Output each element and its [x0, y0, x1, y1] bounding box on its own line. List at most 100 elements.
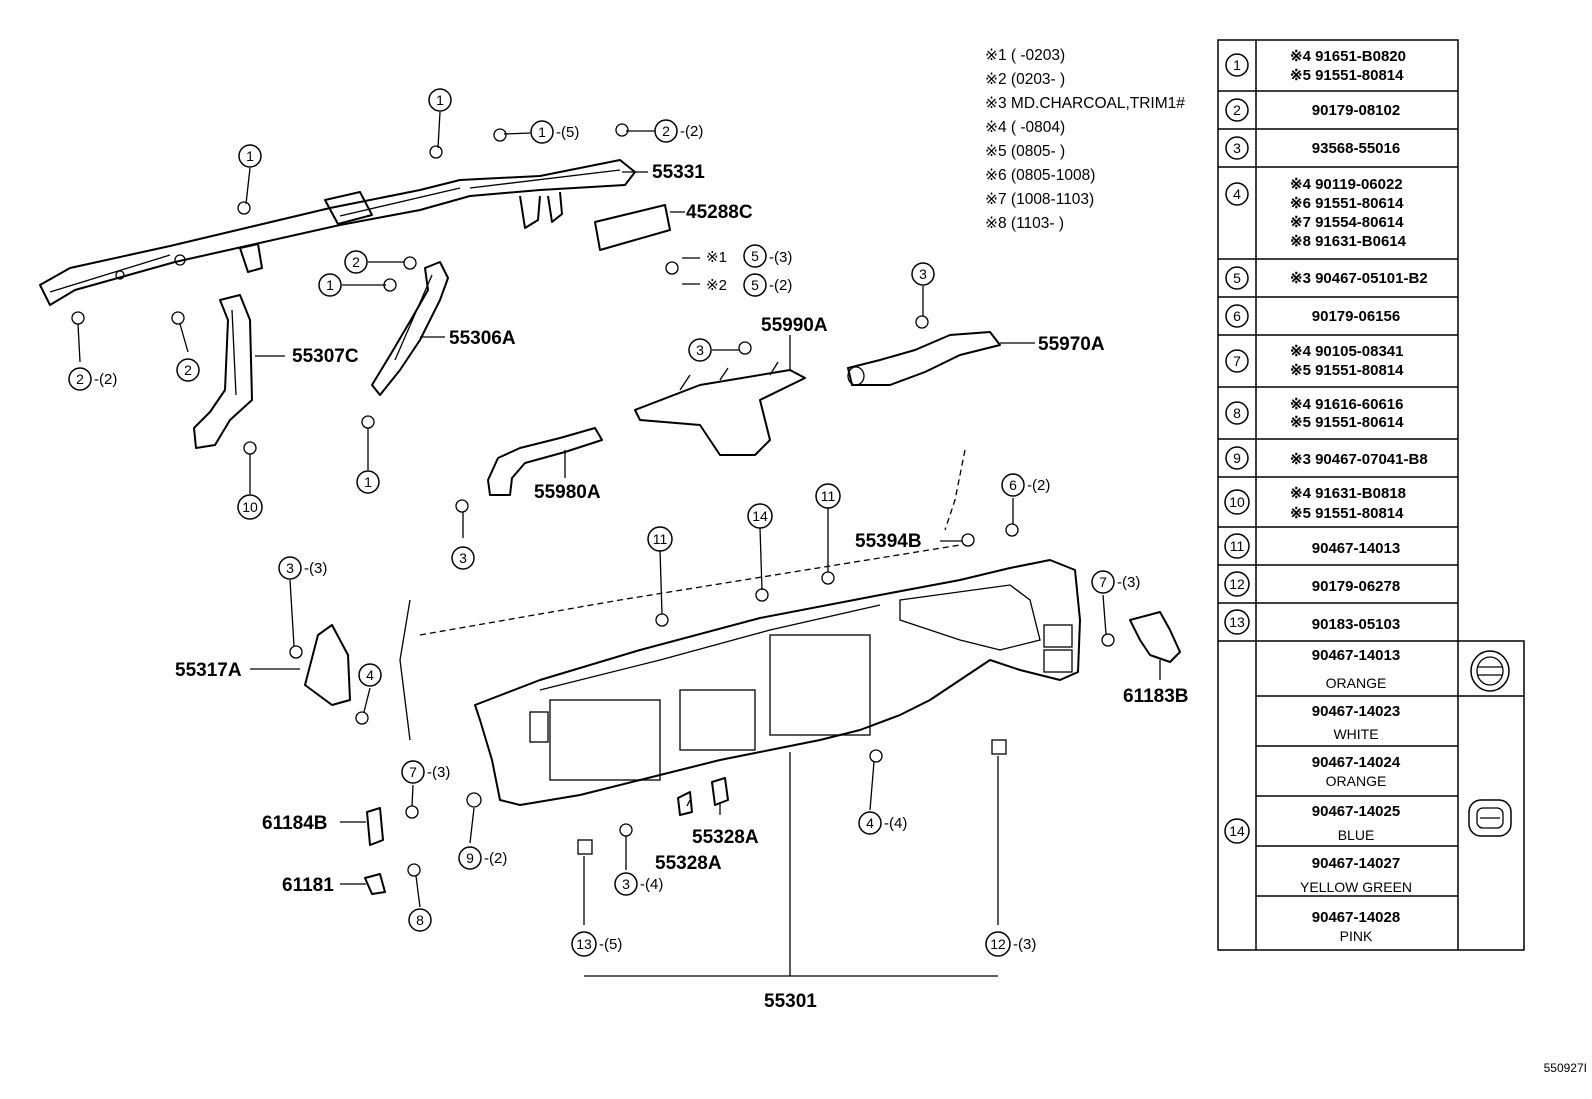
callout-11-right: 11: [815, 483, 841, 509]
table-14-part-1: 90467-14013: [1312, 647, 1400, 664]
callout-note2-5-qty2: ※2 5 -(2): [706, 273, 792, 297]
part-label-55307C: 55307C: [292, 346, 359, 367]
table-num-5: 5: [1233, 270, 1241, 286]
svg-text:14: 14: [752, 508, 768, 524]
table-cell-7b: ※5 91551-80814: [1290, 362, 1404, 379]
duct-55990A-drawing: [634, 361, 806, 456]
svg-text:13: 13: [576, 936, 592, 952]
table-cell-10a: ※4 91631-B0818: [1290, 485, 1406, 502]
table-row-9: 9 ※3 90467-07041-B8: [1225, 446, 1428, 470]
qty-7x3-left: -(3): [427, 764, 450, 781]
table-row-1: 1 ※4 91651-B0820 ※5 91551-80814: [1225, 48, 1406, 84]
note-5: ※5 (0805- ): [985, 143, 1065, 160]
table-14-part-5: 90467-14027: [1312, 855, 1400, 872]
figure-reference: 550927I: [1544, 1061, 1587, 1075]
svg-text:4: 4: [866, 815, 874, 831]
qty-5x3: -(3): [769, 249, 792, 266]
svg-text:1: 1: [326, 277, 334, 293]
table-14-color-5: YELLOW GREEN: [1300, 879, 1412, 895]
svg-text:12: 12: [990, 936, 1006, 952]
part-label-55331: 55331: [652, 162, 705, 183]
note-1: ※1 ( -0203): [985, 47, 1065, 64]
svg-text:2: 2: [352, 254, 360, 270]
table-cell-12: 90179-06278: [1312, 578, 1400, 595]
table-14-color-4: BLUE: [1338, 827, 1375, 843]
table-num-8: 8: [1233, 405, 1241, 421]
note-4: ※4 ( -0804): [985, 119, 1065, 136]
svg-text:2: 2: [184, 362, 192, 378]
svg-text:3: 3: [622, 876, 630, 892]
table-cell-4a: ※4 90119-06022: [1290, 176, 1403, 193]
svg-text:6: 6: [1009, 477, 1017, 493]
instrument-panel-55301-drawing: [399, 449, 1081, 806]
callout-7-qty3-left: 7 -(3): [401, 760, 450, 784]
callout-10: 10: [237, 494, 263, 520]
callout-13-qty5: 13 -(5): [571, 931, 622, 957]
bracket-55317A-drawing: [304, 624, 351, 706]
table-num-4: 4: [1233, 186, 1241, 202]
reinforcement-beam-drawing: [39, 159, 636, 306]
part-label-55394B: 55394B: [855, 531, 922, 552]
table-14-color-2: WHITE: [1333, 726, 1378, 742]
table-cell-6: 90179-06156: [1312, 308, 1400, 325]
svg-text:11: 11: [821, 488, 836, 504]
table-cell-13: 90183-05103: [1312, 616, 1400, 633]
table-cell-8b: ※5 91551-80614: [1290, 414, 1404, 431]
part-label-55990A: 55990A: [761, 315, 828, 336]
table-num-14: 14: [1229, 823, 1245, 839]
table-num-9: 9: [1233, 450, 1241, 466]
callout-11-left: 11: [647, 526, 673, 552]
qty-2x2-top: -(2): [680, 123, 703, 140]
table-14-part-3: 90467-14024: [1312, 754, 1401, 771]
svg-text:1: 1: [246, 148, 254, 164]
table-num-1: 1: [1233, 57, 1241, 73]
brace-55306A-drawing: [371, 261, 449, 396]
qty-6x2: -(2): [1027, 477, 1050, 494]
callouts: 1 1 1 -(5) 2 -(2) ※1 5 -(3) ※2 5 -(2) 2 …: [68, 88, 1140, 957]
note-7: ※7 (1008-1103): [985, 191, 1094, 208]
bracket-61184B-drawing: [366, 807, 384, 846]
part-label-55970A: 55970A: [1038, 334, 1105, 355]
svg-text:3: 3: [286, 560, 294, 576]
part-label-55328A-lower: 55328A: [655, 853, 722, 874]
part-label-61184B: 61184B: [262, 813, 328, 834]
table-num-6: 6: [1233, 308, 1241, 324]
table-cell-5: ※3 90467-05101-B2: [1290, 270, 1428, 287]
qty-1x5: -(5): [556, 124, 579, 141]
callout-1-top: 1: [428, 88, 452, 112]
note-6: ※6 (0805-1008): [985, 167, 1095, 184]
table-14-color-6: PINK: [1340, 928, 1373, 944]
callout-6-qty2: 6 -(2): [1001, 473, 1050, 497]
table-num-12: 12: [1229, 576, 1245, 592]
note-3: ※3 MD.CHARCOAL,TRIM1#: [985, 95, 1185, 112]
svg-text:1: 1: [436, 92, 444, 108]
table-row-12: 12 90179-06278: [1224, 571, 1400, 597]
callout-1-left: 1: [238, 144, 262, 168]
callout-1-mid: 1: [318, 273, 342, 297]
qty-5x2: -(2): [769, 277, 792, 294]
svg-text:1: 1: [364, 474, 372, 490]
svg-text:9: 9: [466, 850, 474, 866]
table-14-part-6: 90467-14028: [1312, 909, 1400, 926]
table-14-color-1: ORANGE: [1326, 675, 1387, 691]
table-cell-7a: ※4 90105-08341: [1290, 343, 1404, 360]
callout-3-qty3: 3 -(3): [278, 556, 327, 580]
table-row-14: 14 90467-14013 ORANGE 90467-14023 WHITE …: [1224, 647, 1512, 944]
table-cell-4c: ※7 91554-80614: [1290, 214, 1404, 231]
table-cell-4d: ※8 91631-B0614: [1290, 233, 1407, 250]
clip-front-illustration: [1470, 650, 1510, 692]
qty-3x4: -(4): [640, 876, 663, 893]
note-2: ※2 (0203- ): [985, 71, 1065, 88]
part-label-61181: 61181: [282, 875, 334, 896]
qty-9x2: -(2): [484, 850, 507, 867]
leader-lines: [77, 111, 1161, 977]
table-cell-10b: ※5 91551-80814: [1290, 505, 1404, 522]
qty-4x4: -(4): [884, 815, 907, 832]
callout-2-mid: 2: [344, 250, 368, 274]
table-cell-1a: ※4 91651-B0820: [1290, 48, 1406, 65]
svg-text:1: 1: [538, 124, 546, 140]
callout-7-qty3-right: 7 -(3): [1091, 570, 1140, 594]
svg-text:10: 10: [242, 499, 258, 515]
duct-55970A-drawing: [847, 331, 1001, 386]
